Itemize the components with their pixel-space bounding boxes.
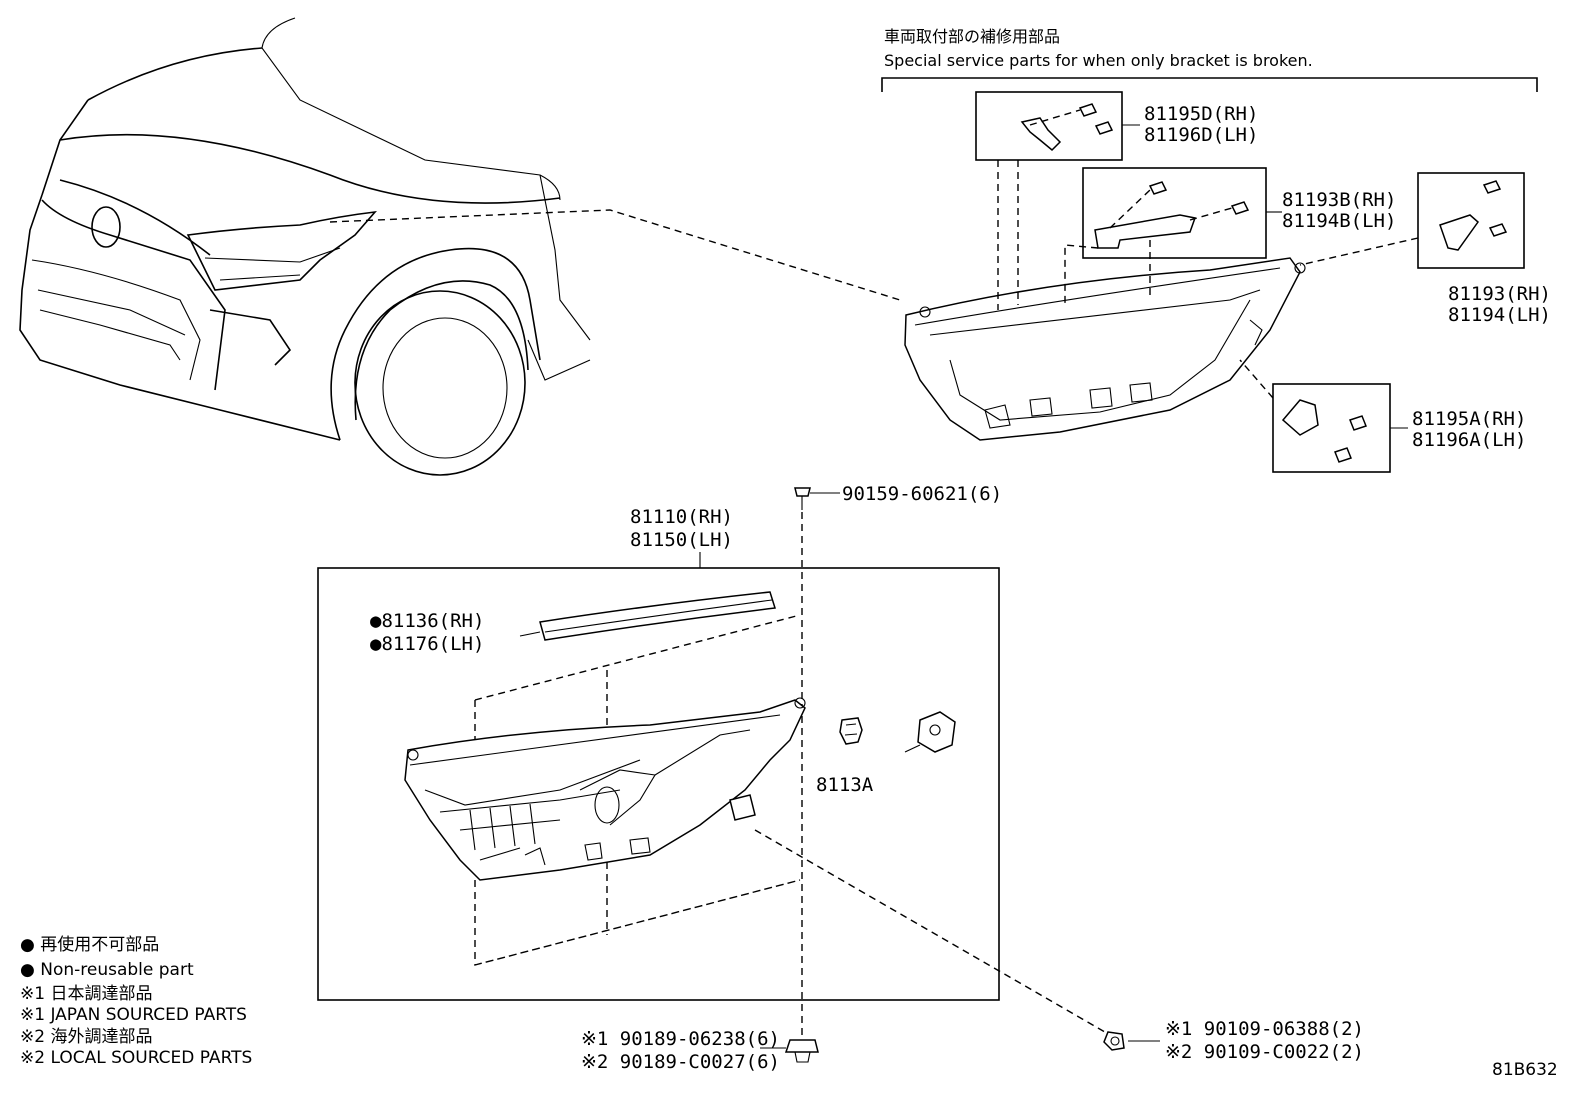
part-90159-60621: 90159-60621(6) xyxy=(842,483,1002,505)
assembly-projection-lines xyxy=(474,614,801,966)
clip-90189-icon xyxy=(784,1039,819,1063)
legend-japan-sourced-en: ※1 JAPAN SOURCED PARTS xyxy=(20,1005,247,1025)
headlamp-assembly-box xyxy=(317,567,1000,1001)
bulb-8113A-icon xyxy=(839,717,863,745)
part-81194B-lh: 81194B(LH) xyxy=(1282,210,1396,232)
part-90189-C0027: ※2 90189-C0027(6) xyxy=(581,1051,780,1073)
part-81194-lh: 81194(LH) xyxy=(1448,304,1551,326)
part-81136-rh: ●81136(RH) xyxy=(370,610,484,632)
diagram-id: 81B632 xyxy=(1492,1060,1558,1080)
special-service-bracket-line xyxy=(881,77,1538,92)
bracket-81195A-box xyxy=(1272,383,1391,473)
part-90109-C0022: ※2 90109-C0022(2) xyxy=(1165,1041,1364,1063)
bracket-81193B-part xyxy=(1094,181,1250,249)
legend: ● 再使用不可部品 ● Non-reusable part ※1 日本調達部品 … xyxy=(20,934,252,1068)
lamp-cover-strip xyxy=(539,591,776,641)
vehicle-front-illustration xyxy=(19,17,901,476)
part-81196D-lh: 81196D(LH) xyxy=(1144,124,1258,146)
bracket-81193-part xyxy=(1439,180,1508,251)
part-81193-rh: 81193(RH) xyxy=(1448,283,1551,305)
leader-81195D xyxy=(997,160,1019,310)
bracket-81195D-box xyxy=(975,91,1123,161)
part-81176-lh: ●81176(LH) xyxy=(370,633,484,655)
bracket-81193B-box xyxy=(1082,167,1267,259)
bracket-81193-box xyxy=(1417,172,1525,269)
part-90109-06388: ※1 90109-06388(2) xyxy=(1165,1018,1364,1040)
part-8113A: 8113A xyxy=(816,774,874,796)
part-81195D-rh: 81195D(RH) xyxy=(1144,103,1258,125)
leader-81193B xyxy=(1064,240,1151,305)
legend-nonreusable-en: ● Non-reusable part xyxy=(20,960,194,980)
headlamp-bracket-view xyxy=(904,257,1306,441)
bracket-81195D-part xyxy=(1020,103,1114,152)
leveling-motor-icon xyxy=(904,711,956,753)
bracket-81195A-part xyxy=(1281,399,1367,463)
headlamp-assembly-part xyxy=(404,697,806,881)
legend-japan-sourced-jp: ※1 日本調達部品 xyxy=(20,984,152,1004)
part-81110-rh: 81110(RH) xyxy=(630,506,733,528)
part-81195A-rh: 81195A(RH) xyxy=(1412,408,1526,430)
leader-81195A xyxy=(1239,359,1274,399)
screw-90109-icon xyxy=(1103,1031,1125,1051)
part-90189-06238: ※1 90189-06238(6) xyxy=(581,1028,780,1050)
part-81150-lh: 81150(LH) xyxy=(630,529,733,551)
screw-90159-icon xyxy=(794,487,811,510)
special-service-title-jp: 車両取付部の補修用部品 xyxy=(884,27,1060,46)
part-81193B-rh: 81193B(RH) xyxy=(1282,189,1396,211)
legend-local-sourced-en: ※2 LOCAL SOURCED PARTS xyxy=(20,1048,252,1068)
special-service-title-en: Special service parts for when only brac… xyxy=(884,51,1313,70)
leader-81193 xyxy=(1299,237,1419,266)
leader-screw-right xyxy=(754,829,1111,1036)
part-81196A-lh: 81196A(LH) xyxy=(1412,429,1526,451)
legend-local-sourced-jp: ※2 海外調達部品 xyxy=(20,1027,152,1047)
legend-nonreusable-jp: ● 再使用不可部品 xyxy=(20,934,159,955)
